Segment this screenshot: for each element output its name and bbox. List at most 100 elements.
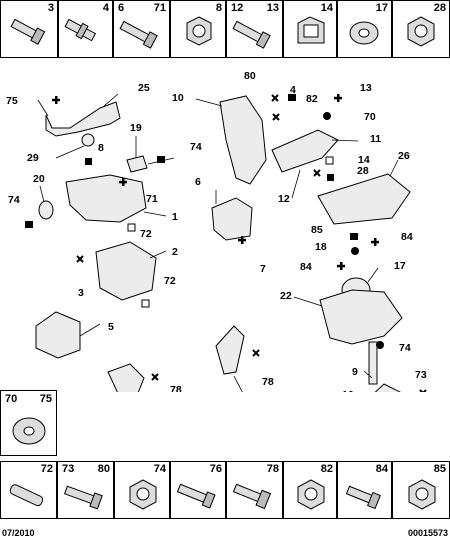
part-cell-85[interactable]: 85	[392, 461, 450, 519]
callout-74: 74	[190, 141, 202, 153]
part-number: 17	[375, 2, 388, 14]
clip-icon	[297, 16, 325, 44]
flange-nut-icon	[186, 16, 212, 46]
part-number: 6	[118, 2, 125, 14]
part-number: 73	[62, 463, 75, 475]
callout-72: 72	[164, 275, 176, 287]
part-number: 3	[47, 2, 54, 14]
callout-18: 19	[130, 122, 142, 134]
bolt-icon	[63, 485, 103, 510]
callout-16: 17	[394, 260, 406, 272]
part-cell-78[interactable]: 78	[226, 461, 283, 519]
callout-14: 14	[358, 154, 370, 166]
part-number: 78	[266, 463, 279, 475]
callout-70: 70	[364, 111, 376, 123]
silentbloc-19	[38, 200, 54, 220]
callout-5: 6	[195, 176, 201, 188]
part-cell-70-75[interactable]: 70 75	[0, 390, 57, 456]
part-cell-84[interactable]: 84	[337, 461, 392, 519]
callout-71: 71	[146, 193, 158, 205]
bracket-2	[95, 241, 157, 301]
bracket-1	[65, 174, 147, 223]
callout-4: 4	[290, 84, 296, 96]
link-15	[374, 383, 401, 392]
part-number: 80	[97, 463, 110, 475]
callout-6: 7	[260, 263, 266, 275]
flange-bolt-icon	[232, 483, 272, 510]
callout-22: 25	[138, 82, 150, 94]
callout-26: 22	[280, 290, 292, 302]
callout-9: 9	[352, 366, 358, 378]
torque-arm-10	[219, 95, 267, 185]
callout-25: 26	[398, 150, 410, 162]
link-11	[271, 129, 339, 173]
callout-78: 78	[170, 384, 182, 392]
callout-74: 74	[8, 194, 20, 206]
part-number: 85	[433, 463, 446, 475]
part-cell-73-80[interactable]: 73 80	[57, 461, 114, 519]
bracket-5	[211, 197, 253, 241]
part-cell-3[interactable]: 3	[0, 0, 58, 58]
part-cell-28[interactable]: 28	[392, 0, 450, 58]
top-parts-strip: 3 4 6 71 8 12 13 14 17 28	[0, 0, 450, 59]
part-cell-72[interactable]: 72	[0, 461, 57, 519]
bracket-21	[215, 325, 245, 375]
part-cell-4-6[interactable]: 4	[58, 0, 113, 58]
part-number: 70	[5, 393, 18, 405]
part-number: 4	[102, 2, 109, 14]
callout-7: 5	[108, 321, 114, 333]
part-number: 74	[153, 463, 166, 475]
callout-84: 84	[401, 231, 413, 243]
stud-9	[368, 341, 378, 385]
callout-19: 20	[33, 173, 45, 185]
plate-25	[317, 173, 411, 225]
callout-85: 85	[311, 224, 323, 236]
flange-nut-icon	[129, 479, 157, 510]
callout-11: 11	[370, 133, 381, 145]
carrier-26	[319, 289, 403, 345]
part-number: 84	[375, 463, 388, 475]
stud-bolt-icon	[119, 20, 158, 49]
bolt-icon	[10, 18, 46, 45]
nut-icon	[408, 479, 436, 510]
callout-84: 84	[300, 261, 312, 273]
part-cell-74[interactable]: 74	[114, 461, 170, 519]
stud-icon	[64, 18, 97, 42]
buffer-18	[126, 155, 148, 173]
part-number: 14	[320, 2, 333, 14]
callout-12: 12	[278, 193, 290, 205]
washer-icon	[12, 417, 46, 445]
callout-17: 18	[315, 241, 327, 253]
callout-28: 28	[357, 165, 369, 177]
callout-13: 13	[360, 82, 372, 94]
stud-8	[81, 133, 95, 147]
part-cell-8[interactable]: 8	[170, 0, 226, 58]
bolt-icon	[232, 20, 271, 49]
part-number: 75	[39, 393, 52, 405]
part-cell-6-71[interactable]: 6 71	[113, 0, 170, 58]
exploded-diagram: 75 25 8 19 74 29 20 71 1 74 72 2 72 3 5 …	[6, 70, 427, 392]
callout-1: 1	[172, 211, 178, 223]
part-number: 8	[215, 2, 222, 14]
bottom-parts-strip: 72 73 80 74 76 78 82 84 85	[0, 461, 450, 520]
callout-2: 2	[172, 246, 178, 258]
callout-73: 73	[415, 369, 427, 381]
part-number: 72	[40, 463, 53, 475]
callout-75: 74	[399, 342, 411, 354]
part-number: 82	[320, 463, 333, 475]
bracket-22	[45, 101, 121, 137]
part-cell-14[interactable]: 14	[283, 0, 337, 58]
part-cell-12-13[interactable]: 12 13	[226, 0, 283, 58]
engine-mount-7	[35, 311, 81, 359]
callout-3: 3	[78, 287, 84, 299]
washer-icon	[349, 21, 379, 45]
bolt-icon	[345, 485, 381, 510]
callout-29: 29	[27, 152, 39, 164]
part-number: 28	[433, 2, 446, 14]
part-cell-17[interactable]: 17	[337, 0, 392, 58]
footer-reference: 00015573	[407, 528, 448, 538]
part-cell-76[interactable]: 76	[170, 461, 226, 519]
nut-icon	[407, 16, 435, 47]
callout-80: 80	[244, 70, 256, 82]
part-cell-82[interactable]: 82	[283, 461, 337, 519]
